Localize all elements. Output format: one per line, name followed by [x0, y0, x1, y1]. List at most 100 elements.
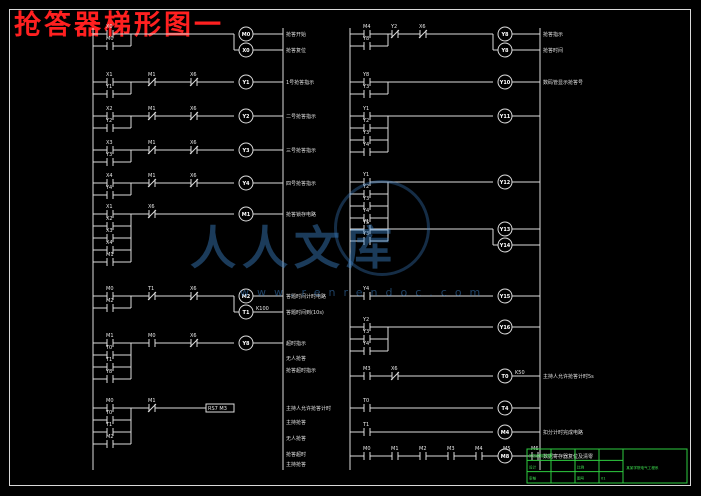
- coil-label: Y10: [499, 80, 511, 86]
- contact-right-8-0: T0: [362, 398, 369, 404]
- rung-comment: 二号抢答指示: [286, 113, 316, 120]
- branch-contact-right-0-0: Y8: [362, 36, 369, 42]
- title-block-cell: 图号: [577, 476, 585, 481]
- contact-left-2-2: X6: [190, 106, 197, 112]
- contact-nc-slash: [147, 178, 157, 188]
- branch-contact-left-7-1: T1: [105, 357, 112, 363]
- branch-contact-right-2-1: Y3: [362, 130, 369, 136]
- contact-nc-slash: [189, 77, 199, 87]
- contact-left-6-2: X6: [190, 286, 197, 292]
- branch-contact-left-5-3: M1: [106, 252, 114, 258]
- coil-label: M4: [501, 430, 510, 436]
- branch-contact-left-1-0: Y1: [105, 84, 112, 90]
- contact-right-10-2: M2: [419, 446, 427, 452]
- contact-left-4-2: X6: [190, 173, 197, 179]
- rung-comment: 四号抢答指示: [286, 180, 316, 187]
- contact-right-10-1: M1: [391, 446, 399, 452]
- contact-right-10-3: M3: [447, 446, 455, 452]
- contact-left-5-1: X6: [148, 204, 155, 210]
- contact-left-8-0: M0: [106, 398, 114, 404]
- contact-left-1-1: M1: [148, 72, 156, 78]
- contact-right-7-1: X6: [391, 366, 398, 372]
- contact-right-0-1: Y2: [390, 24, 397, 30]
- contact-left-7-2: X6: [190, 333, 197, 339]
- branch-contact-left-8-0: T0: [105, 410, 112, 416]
- title-block-cell: 01: [601, 477, 606, 481]
- coil-label: T4: [502, 406, 509, 412]
- contact-left-3-0: X3: [106, 140, 113, 146]
- branch-contact-left-5-2: X4: [106, 240, 113, 246]
- rung-comment: 主持人允许抢答计时5s: [543, 373, 594, 380]
- coil-label: M0: [242, 32, 251, 38]
- coil-label: Y16: [499, 325, 511, 331]
- coil-label: Y2: [241, 114, 250, 120]
- contact-left-3-1: M1: [148, 140, 156, 146]
- left-comment: 无人抢答: [286, 355, 306, 362]
- title-block-cell: 抢答器梯形图一: [529, 453, 555, 458]
- contact-left-2-0: X2: [106, 106, 113, 112]
- contact-left-4-0: X4: [106, 173, 113, 179]
- contact-nc-slash: [390, 29, 400, 39]
- contact-right-9-0: T1: [362, 422, 369, 428]
- contact-left-0-0: X0: [106, 24, 113, 30]
- branch-contact-left-8-1: T1: [105, 422, 112, 428]
- contact-right-0-0: M4: [363, 24, 371, 30]
- contact-nc-slash: [147, 145, 157, 155]
- contact-nc-slash: [189, 178, 199, 188]
- contact-nc-slash: [147, 209, 157, 219]
- function-box-label: RS7 M3: [208, 406, 227, 412]
- branch-contact-left-7-2: Y8: [105, 369, 112, 375]
- rung-comment: 答题时间计时电路: [286, 293, 326, 300]
- contact-left-1-0: X1: [106, 72, 113, 78]
- contact-nc-slash: [147, 77, 157, 87]
- contact-nc-slash: [189, 145, 199, 155]
- branch-contact-left-4-0: Y4: [105, 185, 112, 191]
- contact-left-3-2: X6: [190, 140, 197, 146]
- contact-right-7-0: M3: [363, 366, 371, 372]
- branch-contact-right-6-0: Y3: [362, 329, 369, 335]
- rung-comment: 三号抢答指示: [286, 147, 316, 154]
- rung-comment: 1号抢答指示: [286, 79, 314, 86]
- rung-comment: 抢答复位: [286, 47, 306, 54]
- watermark-text: 人人文库: [190, 221, 398, 275]
- left-comment: 无人抢答: [286, 435, 306, 442]
- coil-param: K100: [256, 306, 269, 312]
- contact-left-5-0: X1: [106, 204, 113, 210]
- branch-contact-left-5-0: X2: [106, 216, 113, 222]
- branch-contact-right-1-0: Y3: [362, 84, 369, 90]
- contact-right-1-0: Y8: [362, 72, 369, 78]
- rung-comment: 数码管显示抢答号: [543, 79, 583, 86]
- coil-label: Y12: [499, 180, 511, 186]
- rung-comment: 抢答锁存电路: [286, 211, 316, 218]
- coil-label: M2: [242, 294, 251, 300]
- contact-left-4-1: M1: [148, 173, 156, 179]
- branch-contact-left-6-0: M2: [106, 298, 114, 304]
- rung-comment: 抢答时间: [543, 47, 563, 54]
- contact-left-7-0: M1: [106, 333, 114, 339]
- rung-comment: 答题时间到(10s): [286, 309, 324, 316]
- coil-label: Y11: [499, 114, 511, 120]
- contact-right-3-0: Y1: [362, 172, 369, 178]
- contact-left-6-1: T1: [147, 286, 154, 292]
- rung-comment: 数据寄存器复位及清零: [543, 453, 593, 460]
- branch-contact-left-2-0: Y2: [105, 118, 112, 124]
- coil-label: Y3: [241, 148, 250, 154]
- title-block: [526, 448, 688, 484]
- branch-contact-right-2-0: Y2: [362, 118, 369, 124]
- branch-contact-left-3-0: Y3: [105, 152, 112, 158]
- contact-right-0-2: X6: [419, 24, 426, 30]
- title-block-school: 某某学院电气工程系: [626, 465, 659, 470]
- branch-contact-left-8-2: M2: [106, 434, 114, 440]
- branch-contact-left-7-0: T0: [105, 345, 112, 351]
- coil-label: Y8: [500, 32, 509, 38]
- contact-right-10-4: M4: [475, 446, 483, 452]
- contact-left-8-1: M1: [148, 398, 156, 404]
- coil-label: M8: [501, 454, 510, 460]
- rung-comment: 主持人允许抢答计时: [286, 405, 331, 412]
- contact-nc-slash: [147, 403, 157, 413]
- title-block-cell: 审核: [529, 476, 537, 481]
- contact-nc-slash: [147, 291, 157, 301]
- coil-label: Y13: [499, 227, 511, 233]
- coil-label: Y1: [241, 80, 250, 86]
